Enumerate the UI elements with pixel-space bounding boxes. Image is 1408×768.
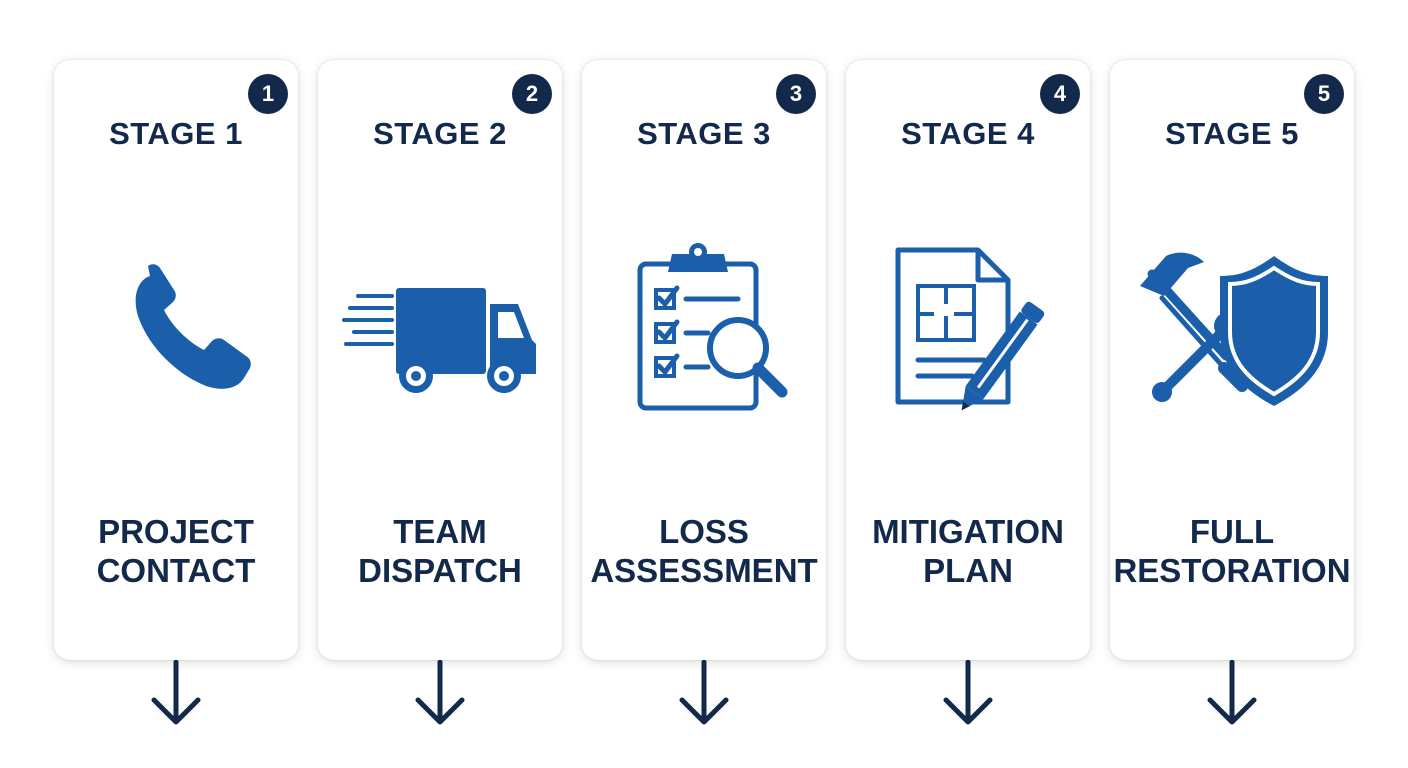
stage-card: 2 STAGE 2 [318,60,562,660]
truck-icon [340,240,540,420]
clipboard-magnifier-icon [604,240,804,420]
down-arrow-icon [148,660,204,730]
stage-label: FULL RESTORATION [1113,513,1351,589]
down-arrow-icon [676,660,732,730]
stage-number-badge: 2 [512,74,552,114]
down-arrow-icon [940,660,996,730]
stage-title: STAGE 3 [637,116,771,151]
stage-1: 1 STAGE 1 PROJECT CONTACT [54,60,298,740]
stage-card: 1 STAGE 1 PROJECT CONTACT [54,60,298,660]
stage-number-badge: 5 [1304,74,1344,114]
stage-card: 4 STAGE 4 [846,60,1090,660]
stage-card: 3 STAGE 3 [582,60,826,660]
stage-title: STAGE 5 [1165,116,1299,151]
phone-icon [76,240,276,420]
stage-4: 4 STAGE 4 [846,60,1090,740]
stage-3: 3 STAGE 3 [582,60,826,740]
down-arrow-icon [1204,660,1260,730]
stage-label: MITIGATION PLAN [872,513,1064,589]
stage-number-badge: 3 [776,74,816,114]
stage-title: STAGE 1 [109,116,243,151]
down-arrow-icon [412,660,468,730]
stage-title: STAGE 2 [373,116,507,151]
stage-title: STAGE 4 [901,116,1035,151]
blueprint-pencil-icon [868,240,1068,420]
stage-label: LOSS ASSESSMENT [590,513,818,589]
stage-number-badge: 1 [248,74,288,114]
stage-5: 5 STAGE 5 [1110,60,1354,740]
stage-2: 2 STAGE 2 [318,60,562,740]
stage-label: TEAM DISPATCH [358,513,522,589]
stage-card: 5 STAGE 5 [1110,60,1354,660]
stage-label: PROJECT CONTACT [96,513,256,589]
tools-shield-icon [1132,240,1332,420]
stage-number-badge: 4 [1040,74,1080,114]
